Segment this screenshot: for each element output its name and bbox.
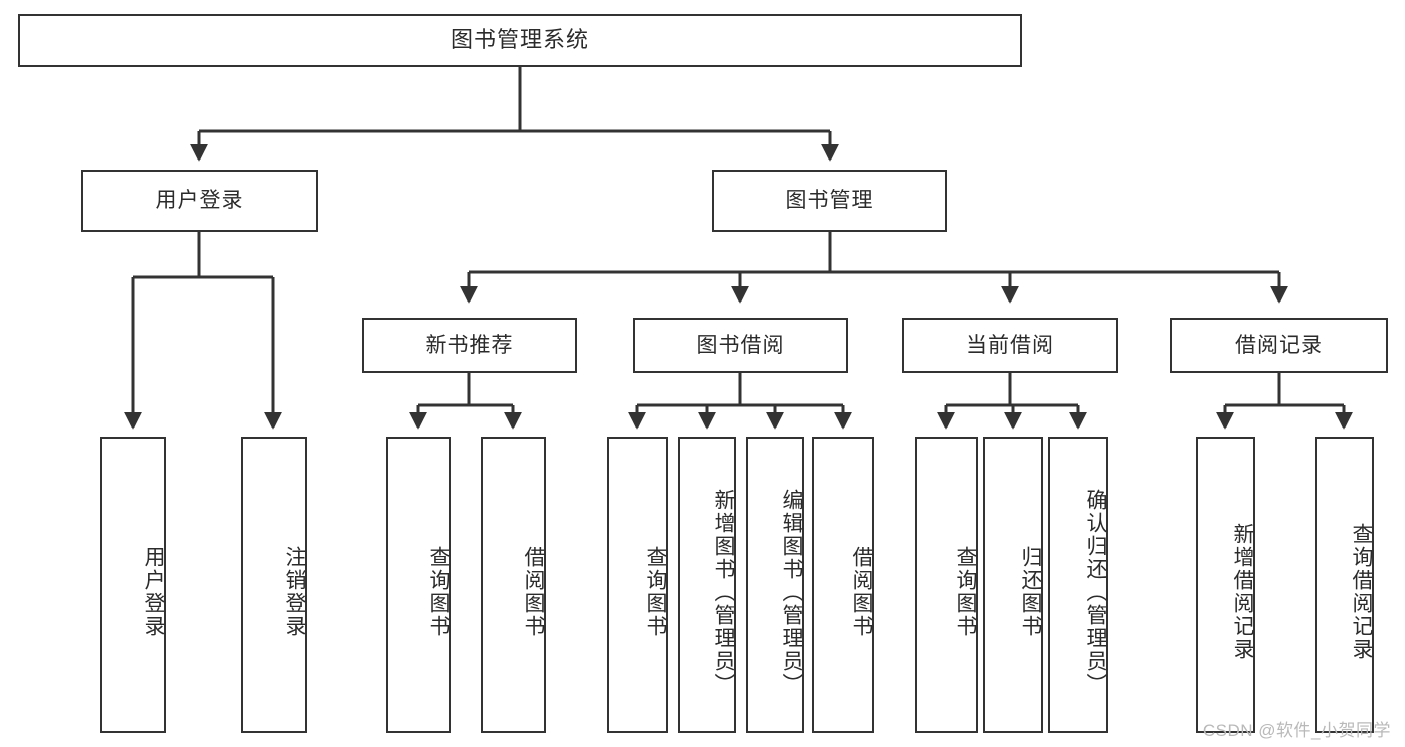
node-label: 查询借阅记录 (1350, 523, 1373, 661)
node-label: 归还图书 (1019, 546, 1042, 638)
node-book-borrow[interactable]: 图书借阅 (633, 318, 848, 373)
node-label: 新书推荐 (425, 333, 514, 357)
node-current-borrow[interactable]: 当前借阅 (902, 318, 1118, 373)
node-label: 借阅图书 (850, 546, 873, 638)
leaf-query-borrow-record[interactable]: 查询借阅记录 (1315, 437, 1374, 733)
node-label: 图书借阅 (696, 333, 785, 357)
leaf-query-book-borrow[interactable]: 查询图书 (607, 437, 668, 733)
node-label: 查询图书 (427, 546, 450, 638)
leaf-query-book-recommend[interactable]: 查询图书 (386, 437, 451, 733)
node-label: 注销登录 (283, 546, 306, 638)
leaf-confirm-return-admin[interactable]: 确认归还（管理员） (1048, 437, 1108, 733)
node-label: 查询图书 (954, 546, 977, 638)
leaf-borrow-book[interactable]: 借阅图书 (812, 437, 874, 733)
node-label: 借阅图书 (522, 546, 545, 638)
leaf-edit-book-admin[interactable]: 编辑图书（管理员） (746, 437, 804, 733)
watermark-text: CSDN @软件_小贺同学 (1202, 721, 1391, 740)
node-label: 图书管理系统 (450, 27, 589, 53)
node-user-login[interactable]: 用户登录 (81, 170, 318, 232)
node-label: 确认归还（管理员） (1084, 488, 1107, 696)
node-label: 当前借阅 (966, 333, 1054, 357)
node-label: 用户登录 (155, 189, 244, 213)
node-root-system[interactable]: 图书管理系统 (18, 14, 1022, 67)
leaf-borrow-book-recommend[interactable]: 借阅图书 (481, 437, 546, 733)
node-label: 图书管理 (785, 189, 874, 213)
node-label: 编辑图书（管理员） (780, 488, 803, 696)
node-label: 用户登录 (142, 546, 165, 638)
leaf-add-book-admin[interactable]: 新增图书（管理员） (678, 437, 736, 733)
node-label: 查询图书 (644, 546, 667, 638)
node-label: 新增图书（管理员） (712, 488, 735, 696)
leaf-return-book[interactable]: 归还图书 (983, 437, 1043, 733)
leaf-user-login[interactable]: 用户登录 (100, 437, 166, 733)
node-label: 新增借阅记录 (1231, 523, 1254, 661)
leaf-logout[interactable]: 注销登录 (241, 437, 307, 733)
leaf-query-book-current[interactable]: 查询图书 (915, 437, 978, 733)
node-label: 借阅记录 (1235, 333, 1323, 357)
leaf-add-borrow-record[interactable]: 新增借阅记录 (1196, 437, 1255, 733)
node-new-book-recommend[interactable]: 新书推荐 (362, 318, 577, 373)
node-borrow-record[interactable]: 借阅记录 (1170, 318, 1388, 373)
node-book-management[interactable]: 图书管理 (712, 170, 947, 232)
